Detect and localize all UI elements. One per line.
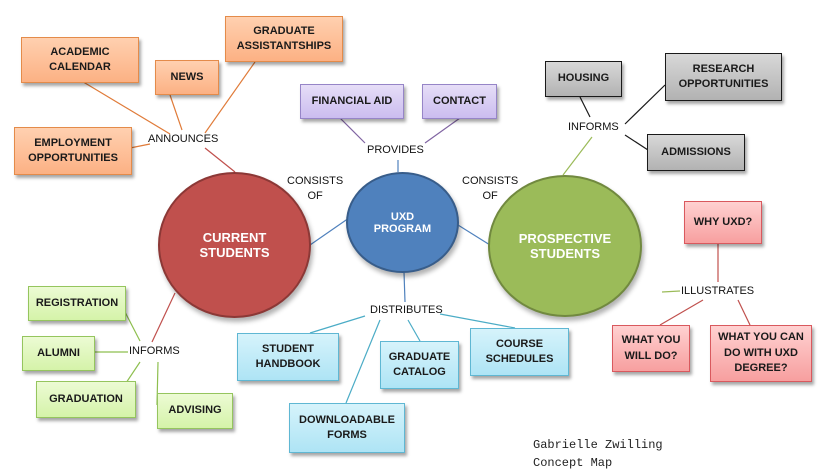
registration-box: REGISTRATION — [28, 286, 126, 321]
distributes-label: DISTRIBUTES — [370, 304, 443, 316]
connector-line — [79, 79, 171, 135]
contact-box: CONTACT — [422, 84, 497, 119]
author-caption: Concept Map — [533, 456, 613, 470]
academic-calendar-box: ACADEMIC CALENDAR — [21, 37, 139, 83]
connector-line — [124, 311, 141, 342]
informs-prospective-label: INFORMS — [568, 121, 619, 133]
connector-line — [309, 315, 366, 334]
connector-line — [169, 94, 183, 131]
advising-box: ADVISING — [157, 393, 233, 429]
uxd-program-line2: PROGRAM — [373, 222, 432, 235]
connector-line — [407, 319, 421, 342]
student-handbook-box: STUDENT HANDBOOK — [237, 333, 339, 381]
downloadable-forms-box: DOWNLOADABLE FORMS — [289, 403, 405, 453]
connector-line — [579, 96, 591, 118]
what-you-can-do-box: WHAT YOU CAN DO WITH UXD DEGREE? — [710, 325, 812, 382]
uxd-program-line1: UXD — [390, 210, 415, 223]
connector-line — [737, 299, 751, 326]
employment-opportunities-box: EMPLOYMENT OPPORTUNITIES — [14, 127, 132, 175]
connector-line — [439, 313, 516, 329]
connector-line — [403, 271, 406, 303]
provides-label: PROVIDES — [367, 144, 424, 156]
connector-line — [457, 224, 491, 246]
connector-line — [624, 134, 649, 151]
admissions-box: ADMISSIONS — [647, 134, 745, 171]
current-students-line1: CURRENT — [202, 230, 267, 245]
author-name: Gabrielle Zwilling — [533, 438, 663, 452]
prospective-students-line1: PROSPECTIVE — [518, 231, 612, 246]
connector-line — [661, 290, 681, 293]
connector-line — [309, 217, 350, 246]
connector-line — [204, 61, 256, 134]
why-uxd-box: WHY UXD? — [684, 201, 762, 244]
illustrates-label: ILLUSTRATES — [681, 285, 755, 297]
connector-line — [659, 299, 704, 326]
connector-line — [424, 117, 461, 144]
alumni-box: ALUMNI — [22, 336, 95, 371]
prospective-students-line2: STUDENTS — [529, 246, 601, 261]
connector-line — [204, 147, 236, 173]
connector-line — [345, 319, 381, 404]
research-opportunities-box: RESEARCH OPPORTUNITIES — [665, 53, 782, 101]
graduate-catalog-box: GRADUATE CATALOG — [380, 341, 459, 389]
connector-line — [339, 117, 366, 144]
announces-label: ANNOUNCES — [148, 133, 219, 145]
connector-line — [151, 292, 176, 343]
connector-line — [562, 136, 593, 176]
informs-current-label: INFORMS — [129, 345, 180, 357]
course-schedules-box: COURSE SCHEDULES — [470, 328, 569, 376]
graduate-assistantships-box: GRADUATE ASSISTANTSHIPS — [225, 16, 343, 62]
what-you-will-do-box: WHAT YOU WILL DO? — [612, 325, 690, 372]
graduation-box: GRADUATION — [36, 381, 136, 418]
connector-line — [129, 143, 151, 149]
connector-line — [624, 84, 666, 125]
consists-of-right-label: CONSISTS OF — [462, 175, 519, 203]
consists-of-left-label: CONSISTS OF — [287, 175, 344, 203]
current-students-line2: STUDENTS — [199, 245, 270, 260]
news-box: NEWS — [155, 60, 219, 95]
housing-box: HOUSING — [545, 61, 622, 97]
financial-aid-box: FINANCIAL AID — [300, 84, 404, 119]
